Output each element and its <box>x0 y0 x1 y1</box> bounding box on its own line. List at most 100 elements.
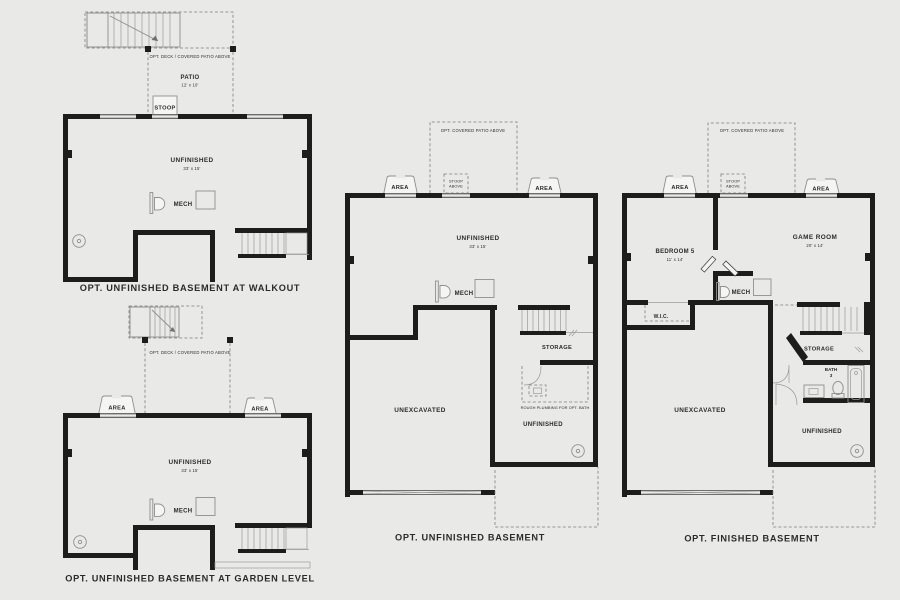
sump-icon <box>571 444 585 458</box>
stoop-label: ABOVE <box>726 184 740 189</box>
rough-plumbing-area <box>521 365 589 403</box>
sump-icon <box>850 444 864 458</box>
toilet-icon <box>831 381 845 399</box>
window <box>100 114 136 119</box>
stoop-door <box>442 193 470 198</box>
deck-label: OPT. DECK / COVERED PATIO ABOVE <box>150 350 231 355</box>
stoop-door <box>720 193 748 198</box>
bath-label: BATH <box>825 367 838 372</box>
furnace-icon <box>716 282 730 301</box>
wic-label: W.I.C. <box>654 314 669 320</box>
stoop-door <box>152 114 178 119</box>
patio-label: OPT. COVERED PATIO ABOVE <box>720 128 784 133</box>
plan-caption: OPT. UNFINISHED BASEMENT AT GARDEN LEVEL <box>65 574 315 584</box>
wic-outline <box>644 305 689 322</box>
area-label: AREA <box>535 186 552 192</box>
sink-icon <box>803 384 825 398</box>
plan-walkout: OPT. DECK / COVERED PATIO ABOVE PATIO 12… <box>63 11 312 293</box>
area-label: AREA <box>108 406 125 412</box>
stoop-label: STOOP <box>726 179 740 184</box>
area-label: AREA <box>391 185 408 191</box>
plan-caption: OPT. UNFINISHED BASEMENT AT WALKOUT <box>80 283 301 293</box>
bedroom-label: BEDROOM 5 <box>655 249 694 255</box>
window-well: AREA <box>661 174 698 198</box>
stoop-label: STOOP <box>154 106 175 112</box>
patio-footprint-outline <box>772 467 876 528</box>
unexcavated-label: UNEXCAVATED <box>394 407 446 414</box>
room-label: UNFINISHED <box>168 459 211 466</box>
room-dims: 33' x 15' <box>183 166 200 171</box>
window <box>100 413 136 418</box>
area-label: AREA <box>251 407 268 413</box>
window <box>385 193 416 198</box>
room-dims: 33' x 15' <box>469 244 486 249</box>
furnace-icon <box>149 498 166 521</box>
deck-stairs-icon <box>128 305 203 339</box>
patio-dims: 12' x 10' <box>181 83 198 88</box>
gameroom-dims: 20' x 14' <box>806 243 823 248</box>
patio-corner-marker <box>142 337 148 343</box>
window <box>664 193 695 198</box>
stairs-icon <box>521 310 593 337</box>
tub-icon <box>847 365 865 403</box>
equipment-box <box>474 279 495 298</box>
stoop-label: ABOVE <box>449 184 463 189</box>
furnace-icon <box>149 192 166 214</box>
garage-door <box>362 490 482 495</box>
door-icon <box>775 383 798 406</box>
plumbing-label: ROUGH PLUMBING FOR OPT. BATH <box>521 405 590 410</box>
plan-caption: OPT. FINISHED BASEMENT <box>684 534 819 544</box>
room-dims: 33' x 15' <box>181 468 198 473</box>
stairs-icon <box>241 527 309 550</box>
mech-label: MECH <box>732 290 751 296</box>
mech-label: MECH <box>174 202 193 208</box>
stairs-icon <box>241 232 309 255</box>
bath-label: 3 <box>830 373 833 378</box>
deck-stairs-icon <box>84 11 234 49</box>
bedroom-dims: 11' x 14' <box>667 257 684 262</box>
bath-door-icon <box>772 364 790 384</box>
window-well: AREA <box>382 174 419 198</box>
room-label: UNFINISHED <box>456 235 499 242</box>
patio-label: PATIO <box>181 75 200 81</box>
room-label: UNFINISHED <box>170 157 213 164</box>
plan-unfinished: OPT. COVERED PATIO ABOVE STOOP ABOVE ARE… <box>345 121 599 543</box>
patio-outline <box>429 121 518 193</box>
patio-corner-marker <box>145 46 151 52</box>
garage-door <box>640 490 761 495</box>
window-well: AREA <box>97 394 137 418</box>
sump-icon <box>73 535 87 549</box>
window-well: AREA <box>802 177 841 198</box>
patio-footprint-outline <box>494 467 599 528</box>
plan-caption: OPT. UNFINISHED BASEMENT <box>395 533 545 543</box>
furnace-icon <box>435 280 451 303</box>
area-label: AREA <box>812 187 829 193</box>
equipment-box <box>195 190 216 210</box>
sump-icon <box>72 234 86 248</box>
window <box>245 413 281 418</box>
storage-label: STORAGE <box>804 347 834 353</box>
plan-garden-level: OPT. DECK / COVERED PATIO ABOVE AREA ARE… <box>63 305 315 584</box>
garden-window <box>214 561 311 569</box>
patio-outline <box>707 122 796 193</box>
lower-room-label: UNFINISHED <box>802 429 842 435</box>
window <box>529 193 560 198</box>
door-icon <box>700 255 739 277</box>
plan-finished: OPT. COVERED PATIO ABOVE STOOP ABOVE ARE… <box>622 122 876 544</box>
stoop-label: STOOP <box>449 179 463 184</box>
walls <box>63 413 312 570</box>
window-well: AREA <box>526 176 563 198</box>
patio-corner-marker <box>227 337 233 343</box>
stairs-icon <box>802 307 864 334</box>
walls <box>63 114 312 282</box>
equipment-box <box>195 497 216 516</box>
break-line <box>854 346 864 353</box>
window <box>806 193 837 198</box>
unexcavated-label: UNEXCAVATED <box>674 407 726 414</box>
patio-label: OPT. COVERED PATIO ABOVE <box>441 128 505 133</box>
deck-label: OPT. DECK / COVERED PATIO ABOVE <box>150 54 231 59</box>
mech-label: MECH <box>174 509 193 515</box>
window-well: AREA <box>242 396 278 418</box>
patio-corner-marker <box>230 46 236 52</box>
